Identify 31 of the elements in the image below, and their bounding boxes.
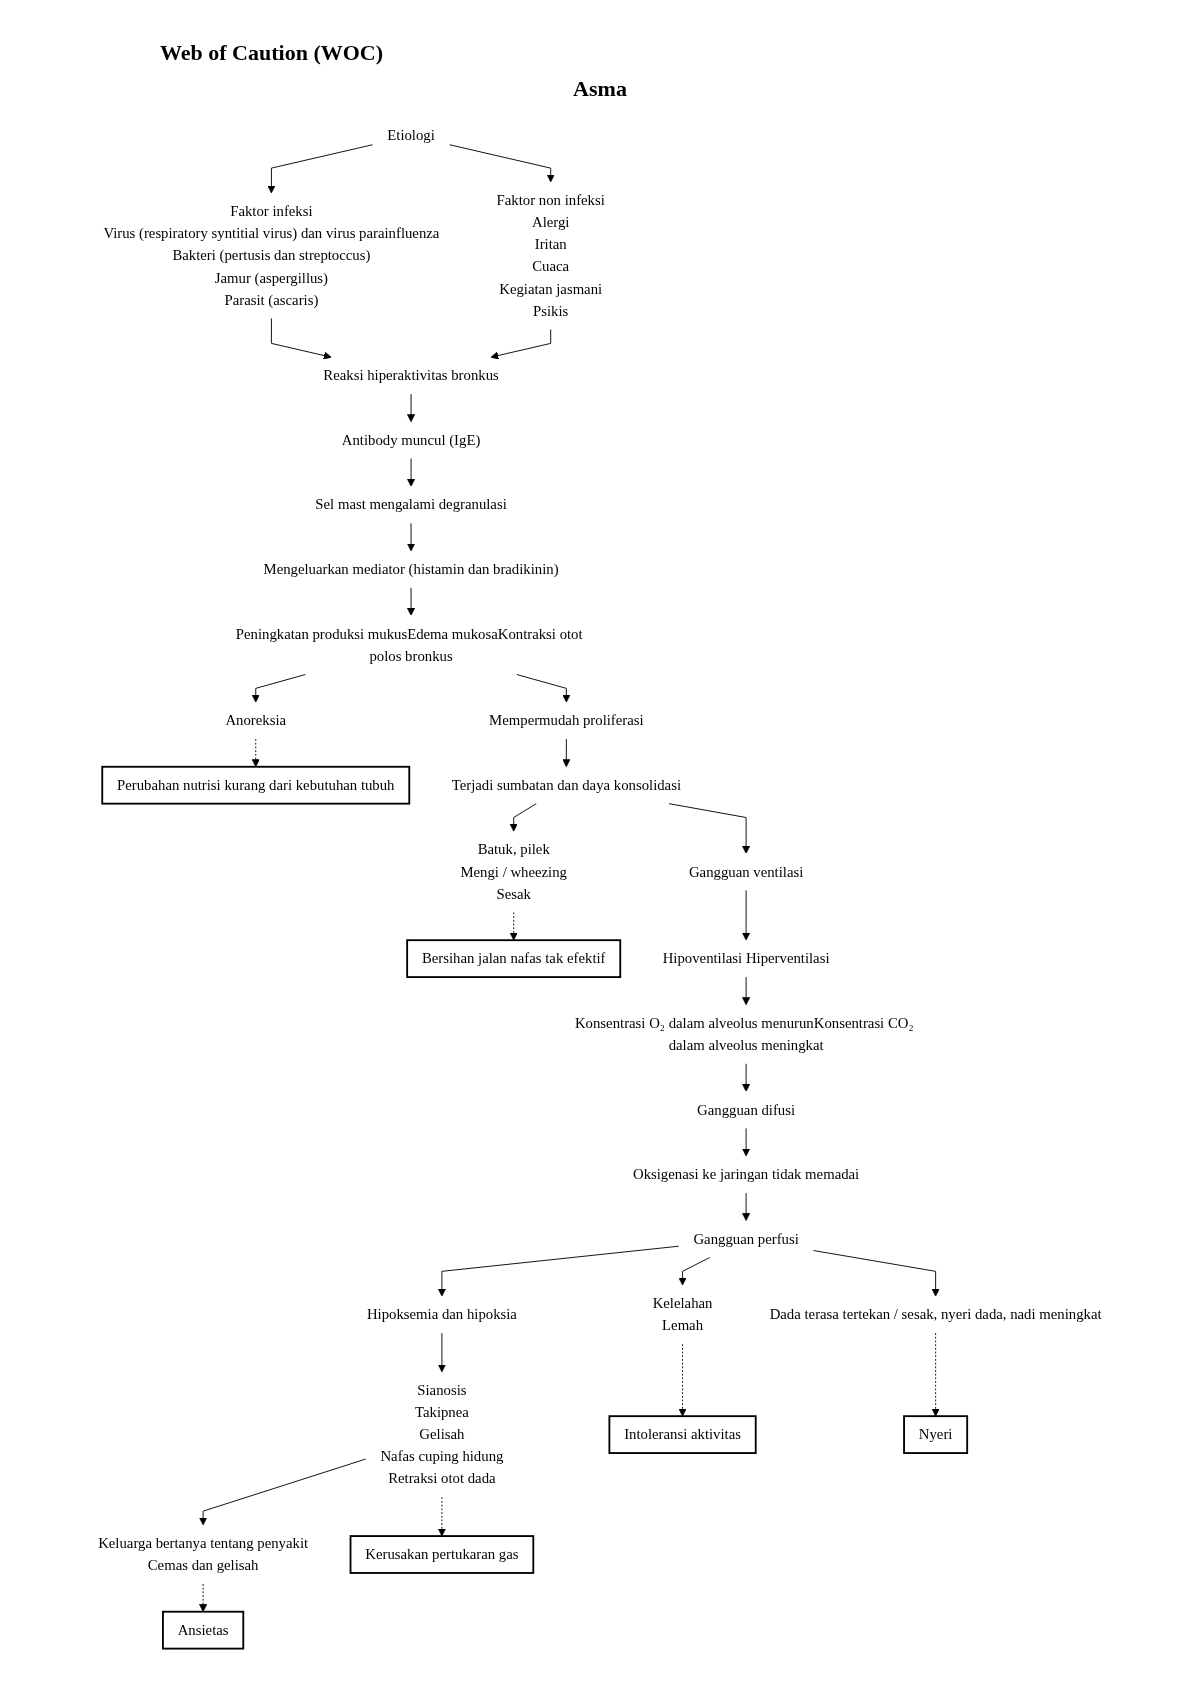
node-text: Reaksi hiperaktivitas bronkus: [323, 367, 499, 384]
node-text: Kelelahan Lemah: [652, 1295, 713, 1334]
node-box: Perubahan nutrisi kurang dari kebutuhan tubuh: [101, 765, 411, 805]
node-text: Faktor non infeksi Alergi Iritan Cuaca Kegiatan jasmani Psikis: [496, 192, 605, 319]
node-text: Anoreksia: [225, 712, 287, 729]
node-text: Sianosis Takipnea Gelisah Nafas cuping hidung Retraksi otot dada: [380, 1382, 504, 1487]
node-text: Faktor infeksi Virus (respiratory syntitial virus) dan virus parainfluenza Bakteri (pertusis dan streptoccus) Jamur (aspergillus) Parasit (ascaris): [103, 203, 440, 308]
node-text: Oksigenasi ke jaringan tidak memadai: [633, 1166, 860, 1182]
node-text: Gangguan difusi: [697, 1101, 796, 1118]
node-box: Kerusakan pertukaran gas: [349, 1535, 535, 1574]
node-text: Hipoksemia dan hipoksia: [367, 1306, 518, 1323]
node-text: Dada terasa tertekan / sesak, nyeri dada, nadi meningkat: [769, 1306, 1102, 1323]
node-box: Bersihan jalan nafas tak efektif: [406, 939, 622, 978]
diagram-title: Web of Caution (WOC): [160, 40, 384, 66]
node-text: Mempermudah proliferasi: [489, 712, 644, 729]
node-text: Etiologi: [387, 127, 435, 144]
node-text: Keluarga bertanya tentang penyakit Cemas dan gelisah: [98, 1535, 309, 1573]
node-text: Hipoventilasi Hiperventilasi: [662, 950, 830, 967]
node-text: Mengeluarkan mediator (histamin dan bradikinin): [263, 561, 559, 577]
node-box: Nyeri: [903, 1415, 969, 1454]
node-text: Peningkatan produksi mukusEdema mukosaKontraksi otot polos bronkus: [235, 625, 583, 664]
node-text: Antibody muncul (IgE): [341, 431, 481, 448]
node-text: Terjadi sumbatan dan daya konsolidasi: [451, 776, 682, 793]
node-text: Batuk, pilek Mengi / wheezing Sesak: [460, 841, 568, 902]
node-text: Gangguan perfusi: [693, 1230, 799, 1247]
node-text: Sel mast mengalami degranulasi: [315, 496, 507, 513]
node-box: Ansietas: [162, 1610, 245, 1650]
diagram-heading: Asma: [573, 76, 627, 102]
node-box: Intoleransi aktivitas: [608, 1415, 757, 1454]
node-text: Gangguan ventilasi: [689, 863, 804, 880]
node-text: Konsentrasi O₂ dalam alveolus menurunKonsentrasi CO₂ dalam alveolus meningkat: [575, 1014, 914, 1053]
